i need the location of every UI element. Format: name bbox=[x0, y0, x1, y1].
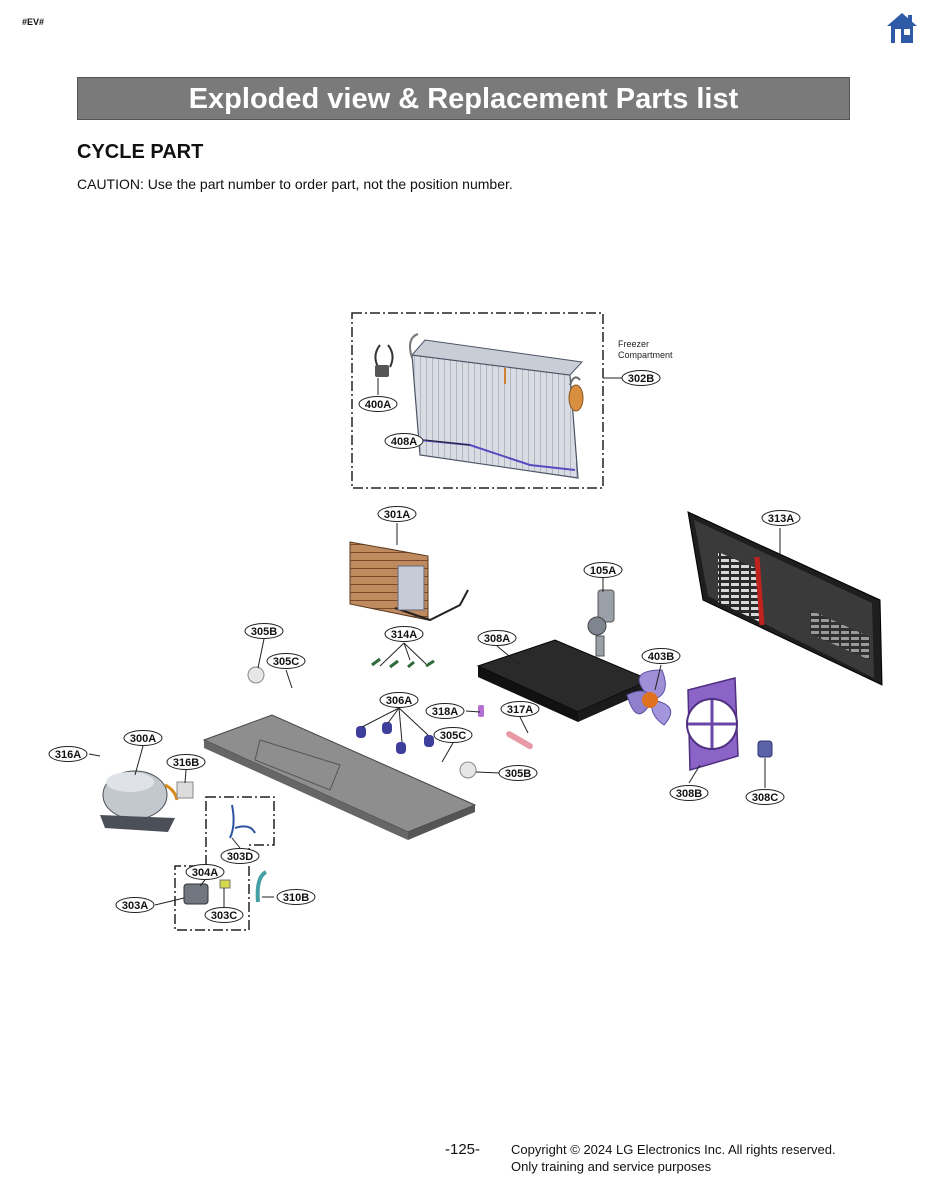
svg-text:303D: 303D bbox=[227, 851, 253, 863]
callout-318A: 318A bbox=[425, 703, 465, 719]
freezer-compartment-box bbox=[351, 312, 604, 489]
callout-316A: 316A bbox=[48, 746, 88, 762]
callout-306A: 306A bbox=[379, 692, 419, 708]
callout-303D: 303D bbox=[220, 848, 260, 864]
svg-text:308C: 308C bbox=[752, 792, 778, 804]
compressor-part bbox=[100, 770, 179, 832]
callout-305B-top: 305B bbox=[244, 623, 284, 639]
callout-408A: 408A bbox=[384, 433, 424, 449]
copyright-text: Copyright © 2024 LG Electronics Inc. All… bbox=[511, 1142, 836, 1157]
callout-305C-top: 305C bbox=[266, 653, 306, 669]
evaporator-part bbox=[409, 333, 584, 479]
drier-part bbox=[506, 731, 533, 750]
base-plate-part bbox=[202, 714, 477, 840]
svg-text:305C: 305C bbox=[273, 656, 299, 668]
callout-308C: 308C bbox=[745, 789, 785, 805]
svg-text:314A: 314A bbox=[391, 629, 417, 641]
caution-text: CAUTION: Use the part number to order pa… bbox=[77, 176, 513, 192]
cover-pad-part bbox=[176, 781, 194, 799]
svg-text:105A: 105A bbox=[590, 565, 616, 577]
svg-text:316B: 316B bbox=[173, 757, 199, 769]
freezer-label-line2: Compartment bbox=[618, 350, 673, 360]
rubber-feet-part bbox=[356, 722, 434, 754]
svg-text:302B: 302B bbox=[628, 373, 654, 385]
home-icon bbox=[887, 13, 917, 43]
condenser-coil-part bbox=[349, 541, 469, 622]
callout-303C: 303C bbox=[204, 907, 244, 923]
svg-text:318A: 318A bbox=[432, 706, 458, 718]
callout-302B: 302B bbox=[621, 370, 661, 386]
fan-blade-part bbox=[626, 669, 672, 726]
document-tag: #EV# bbox=[22, 17, 45, 27]
callout-313A: 313A bbox=[761, 510, 801, 526]
svg-text:305B: 305B bbox=[505, 768, 531, 780]
exploded-view-diagram: Freezer Compartment bbox=[48, 312, 883, 931]
page-banner-title: Exploded view & Replacement Parts list bbox=[77, 77, 850, 120]
back-cover-part bbox=[687, 511, 883, 686]
callout-303A: 303A bbox=[115, 897, 155, 913]
callout-305C-bottom: 305C bbox=[433, 727, 473, 743]
leader-lines bbox=[88, 377, 781, 907]
svg-text:306A: 306A bbox=[386, 695, 412, 707]
svg-text:408A: 408A bbox=[391, 436, 417, 448]
svg-text:403B: 403B bbox=[648, 651, 674, 663]
callout-310B: 310B bbox=[276, 889, 316, 905]
callout-314A: 314A bbox=[384, 626, 424, 642]
relay-part bbox=[183, 804, 256, 905]
pipe-part bbox=[255, 870, 268, 903]
usage-note: Only training and service purposes bbox=[511, 1159, 712, 1174]
callout-308B: 308B bbox=[669, 785, 709, 801]
callout-305B-bottom: 305B bbox=[498, 765, 538, 781]
wheels-part bbox=[247, 666, 477, 779]
freezer-label-line1: Freezer bbox=[618, 339, 649, 349]
capillary-part bbox=[478, 705, 484, 717]
section-title: CYCLE PART bbox=[77, 141, 204, 163]
svg-text:305C: 305C bbox=[440, 730, 466, 742]
fan-motor-part bbox=[757, 740, 773, 758]
svg-text:303A: 303A bbox=[122, 900, 148, 912]
callout-308A: 308A bbox=[477, 630, 517, 646]
defrost-sensor-part bbox=[374, 344, 394, 377]
svg-text:310B: 310B bbox=[283, 892, 309, 904]
callout-301A: 301A bbox=[377, 506, 417, 522]
fan-shroud-part bbox=[686, 677, 739, 771]
copyright-block: Copyright © 2024 LG Electronics Inc. All… bbox=[511, 1141, 836, 1175]
svg-text:300A: 300A bbox=[130, 733, 156, 745]
water-valve-part bbox=[587, 589, 615, 657]
svg-text:301A: 301A bbox=[384, 509, 410, 521]
callout-300A: 300A bbox=[123, 730, 163, 746]
svg-text:305B: 305B bbox=[251, 626, 277, 638]
page-number: -125- bbox=[445, 1141, 481, 1158]
svg-text:308A: 308A bbox=[484, 633, 510, 645]
callout-105A: 105A bbox=[583, 562, 623, 578]
callout-316B: 316B bbox=[166, 754, 206, 770]
svg-text:313A: 313A bbox=[768, 513, 794, 525]
svg-text:316A: 316A bbox=[55, 749, 81, 761]
callout-403B: 403B bbox=[641, 648, 681, 664]
callout-400A: 400A bbox=[358, 396, 398, 412]
callout-304A: 304A bbox=[185, 864, 225, 880]
svg-text:317A: 317A bbox=[507, 704, 533, 716]
svg-text:400A: 400A bbox=[365, 399, 391, 411]
home-button[interactable] bbox=[886, 11, 918, 45]
clamps-part bbox=[371, 657, 435, 669]
svg-text:304A: 304A bbox=[192, 867, 218, 879]
callout-317A: 317A bbox=[500, 701, 540, 717]
svg-text:303C: 303C bbox=[211, 910, 237, 922]
svg-text:308B: 308B bbox=[676, 788, 702, 800]
